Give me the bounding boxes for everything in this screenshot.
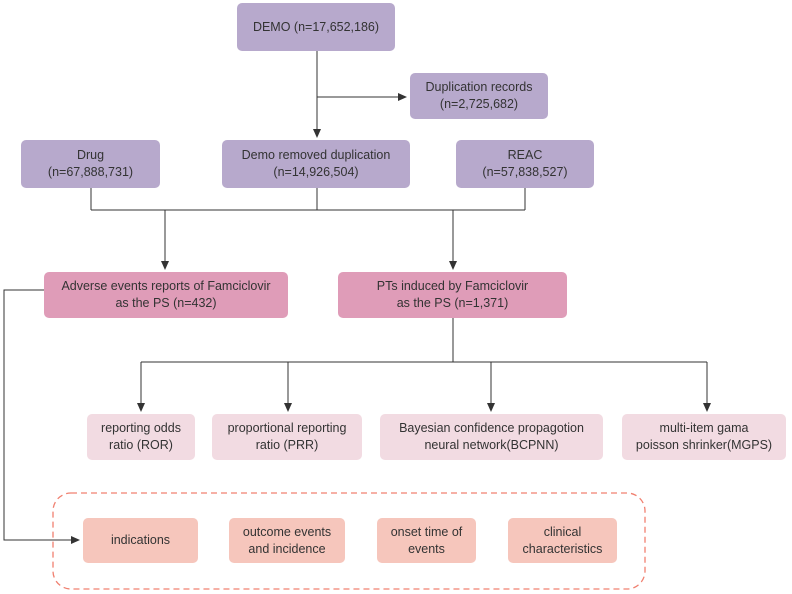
outcome-label: outcome events and incidence <box>242 524 332 556</box>
clinical-label: clinical characteristics <box>522 524 603 556</box>
prr-label: proportional reporting ratio (PRR) <box>227 421 347 452</box>
indications-box: indications <box>83 518 198 563</box>
mgps-box: multi-item gama poisson shrinker(MGPS) <box>622 414 786 460</box>
bcpnn-box: Bayesian confidence propagotion neural n… <box>380 414 603 460</box>
demo-removed-duplication-box: Demo removed duplication (n=14,926,504) <box>222 140 410 188</box>
analysis-dashed-frame <box>52 492 646 590</box>
duplication-records-box: Duplication records (n=2,725,682) <box>410 73 548 119</box>
outcome-events-box: outcome events and incidence <box>229 518 345 563</box>
reac-label: REAC (n=57,838,527) <box>482 148 568 179</box>
adverse-events-label: Adverse events reports of Famciclovir as… <box>61 279 271 310</box>
demo-label: DEMO (n=17,652,186) <box>252 19 380 34</box>
onset-label: onset time of events <box>390 524 463 556</box>
drug-label: Drug (n=67,888,731) <box>47 148 134 179</box>
adverse-events-box: Adverse events reports of Famciclovir as… <box>44 272 288 318</box>
clinical-characteristics-box: clinical characteristics <box>508 518 617 563</box>
demo-box: DEMO (n=17,652,186) <box>237 3 395 51</box>
prr-box: proportional reporting ratio (PRR) <box>212 414 362 460</box>
reac-box: REAC (n=57,838,527) <box>456 140 594 188</box>
drug-box: Drug (n=67,888,731) <box>21 140 160 188</box>
onset-time-box: onset time of events <box>377 518 476 563</box>
duplication-label: Duplication records (n=2,725,682) <box>425 80 533 111</box>
mgps-label: multi-item gama poisson shrinker(MGPS) <box>635 421 773 452</box>
connector-adverse-to-indications <box>3 289 80 544</box>
ror-box: reporting odds ratio (ROR) <box>87 414 195 460</box>
bcpnn-label: Bayesian confidence propagotion neural n… <box>399 421 584 452</box>
pts-label: PTs induced by Famciclovir as the PS (n=… <box>376 279 529 310</box>
demo-removed-label: Demo removed duplication (n=14,926,504) <box>241 148 391 179</box>
indications-label: indications <box>110 533 171 547</box>
pts-box: PTs induced by Famciclovir as the PS (n=… <box>338 272 567 318</box>
ror-label: reporting odds ratio (ROR) <box>101 421 181 452</box>
